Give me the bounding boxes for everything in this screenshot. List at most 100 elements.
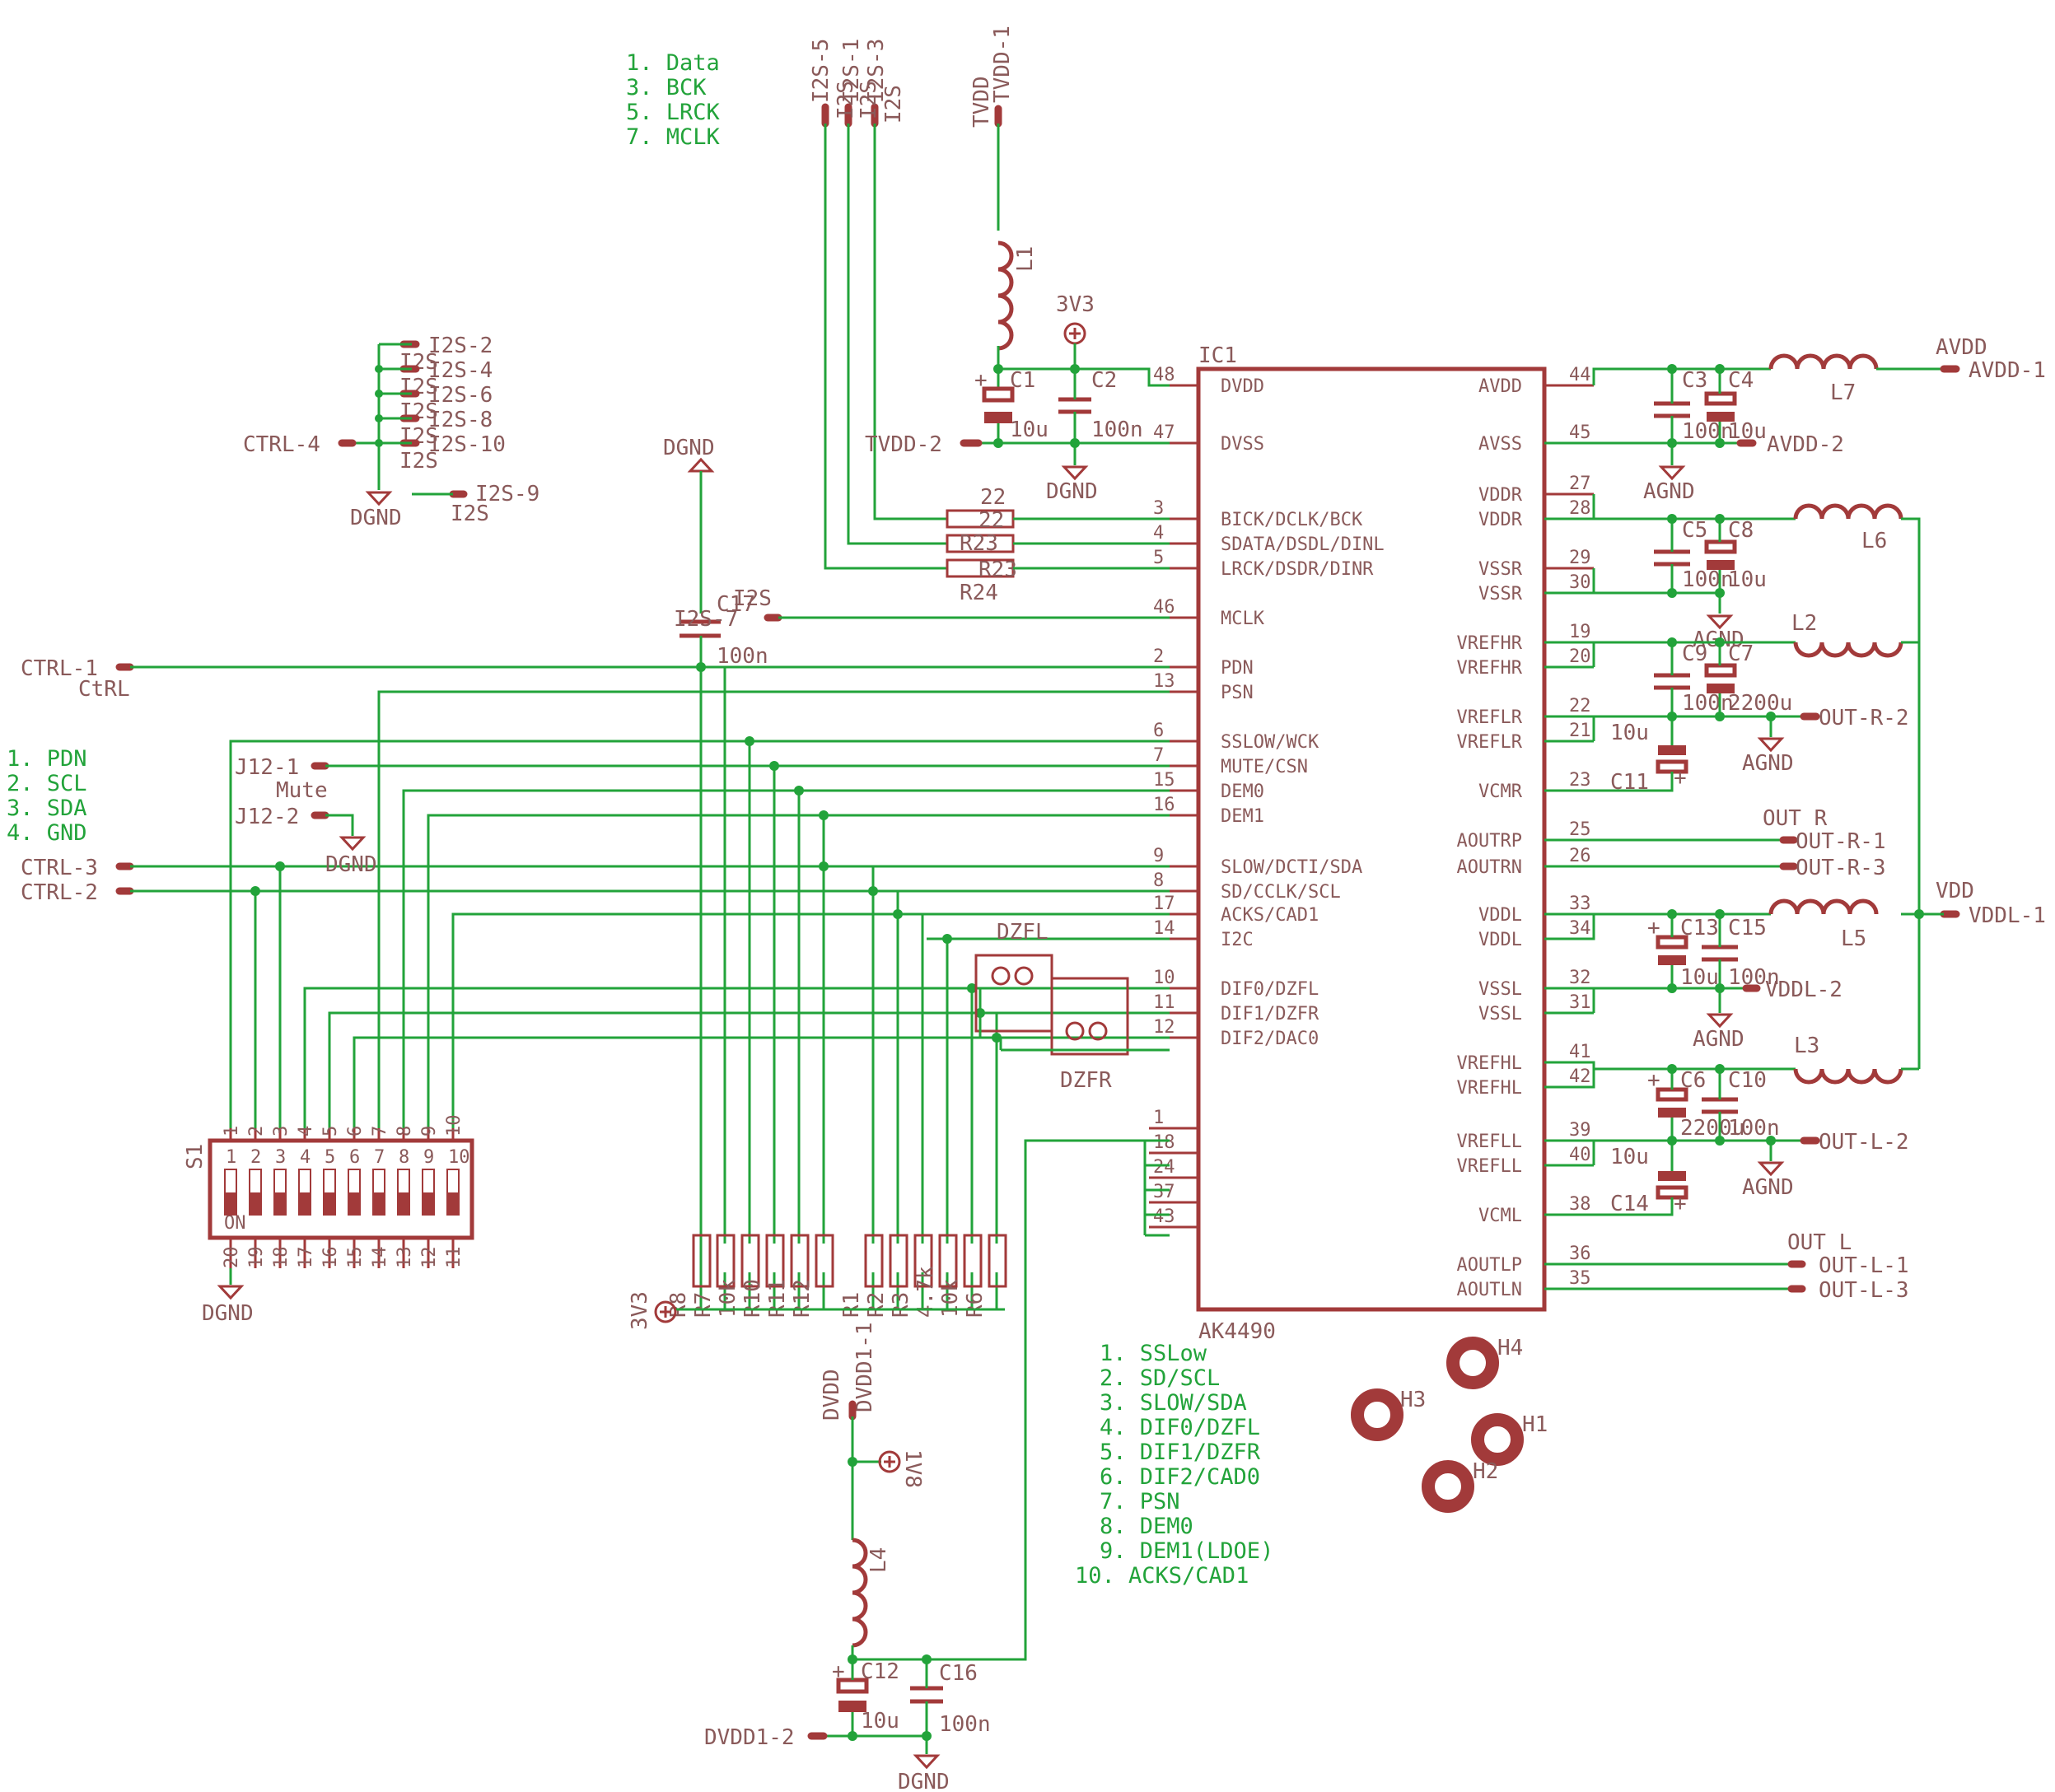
- ic1-pin-name: ACKS/CAD1: [1221, 905, 1319, 926]
- ic1-pin-name: VCMR: [1478, 782, 1523, 802]
- ic1-pin-number: 27: [1569, 474, 1591, 494]
- i2s-3-label: I2S-3: [864, 39, 889, 103]
- ic1-pin-name: PDN: [1221, 658, 1254, 679]
- i2s7: I2S-7 I2S: [674, 586, 782, 632]
- svg-text:OUT L: OUT L: [1787, 1230, 1852, 1255]
- ic1-pin-number: 19: [1569, 622, 1591, 642]
- svg-text:Mute: Mute: [276, 778, 328, 803]
- ic1-pin-number: 38: [1569, 1194, 1591, 1215]
- dip-knob: [423, 1192, 434, 1215]
- dip-pin-number-top: 10: [444, 1115, 465, 1137]
- dgnd-c1c2: DGND: [1046, 465, 1098, 504]
- svg-text:I2S-4: I2S-4: [428, 358, 493, 383]
- svg-text:C9: C9: [1682, 642, 1707, 666]
- svg-text:C7: C7: [1728, 642, 1754, 666]
- capacitor-c6-c10: + C6 C10 2200u 100n: [1647, 1068, 1780, 1141]
- svg-text:4. GND: 4. GND: [7, 820, 87, 846]
- ic1-pin-number: 1: [1153, 1108, 1164, 1128]
- svg-text:L6: L6: [1861, 529, 1887, 553]
- ic1-pin-number: 30: [1569, 572, 1591, 593]
- svg-text:OUT-L-1: OUT-L-1: [1819, 1253, 1909, 1278]
- ic1-pin-number: 43: [1153, 1206, 1175, 1227]
- power-3v3-top: 3V3: [1056, 292, 1095, 345]
- svg-text:2. SCL: 2. SCL: [7, 771, 87, 796]
- svg-text:I2S: I2S: [733, 586, 772, 611]
- ic1-pin-name: VREFLL: [1457, 1132, 1522, 1152]
- svg-text:C1: C1: [1010, 368, 1035, 393]
- dip-inner-number: 7: [374, 1147, 385, 1168]
- ic1-pin-name: VDDL: [1478, 905, 1522, 926]
- dip-inner-number: 2: [250, 1147, 261, 1168]
- dgnd-c17: DGND: [663, 436, 715, 473]
- ic1-pin-name: PSN: [1221, 683, 1254, 703]
- ic1-pin-name: SD/CCLK/SCL: [1221, 882, 1341, 903]
- svg-text:C2: C2: [1091, 368, 1117, 393]
- svg-text:100n: 100n: [717, 644, 768, 669]
- svg-text:100n: 100n: [1682, 567, 1734, 592]
- ic1-pin-name: AOUTLP: [1457, 1255, 1522, 1276]
- svg-text:1. PDN: 1. PDN: [7, 746, 87, 772]
- svg-text:AVDD: AVDD: [1936, 335, 1987, 360]
- svg-text:I2S: I2S: [834, 81, 858, 119]
- dip-inner-number: 3: [275, 1147, 286, 1168]
- svg-text:DGND: DGND: [663, 436, 715, 460]
- ic1-pin-number: 14: [1153, 918, 1175, 939]
- dip-inner-number: 9: [423, 1147, 434, 1168]
- inductor-l1: L1: [997, 240, 1038, 351]
- dip-inner-number: 5: [325, 1147, 335, 1168]
- svg-text:7. MCLK: 7. MCLK: [626, 124, 721, 150]
- dip-pin-number-bottom: 16: [320, 1247, 341, 1269]
- ic1-pin-number: 33: [1569, 894, 1591, 914]
- svg-text:DVDD1-2: DVDD1-2: [704, 1725, 795, 1750]
- dip-inner-number: 10: [448, 1147, 470, 1168]
- svg-text:AGND: AGND: [1742, 751, 1794, 776]
- svg-text:I2S-10: I2S-10: [428, 432, 506, 457]
- svg-text:10u: 10u: [1610, 1145, 1649, 1169]
- svg-text:+: +: [1674, 766, 1687, 791]
- ic1-pin-number: 31: [1569, 992, 1591, 1013]
- ic1-pin-number: 34: [1569, 918, 1591, 939]
- svg-text:3. BCK: 3. BCK: [626, 75, 707, 100]
- svg-text:3. SLOW/SDA: 3. SLOW/SDA: [1100, 1390, 1247, 1416]
- svg-text:AVDD-1: AVDD-1: [1969, 358, 2046, 383]
- svg-text:22: 22: [980, 485, 1006, 510]
- svg-text:OUT-L-3: OUT-L-3: [1819, 1278, 1909, 1303]
- ic1-pin-name: MCLK: [1221, 609, 1265, 629]
- power-1v8: 1V8: [878, 1449, 925, 1488]
- svg-text:3. SDA: 3. SDA: [7, 796, 87, 821]
- svg-text:DZFR: DZFR: [1060, 1068, 1112, 1093]
- resistor-bank: R8 R7 10k R10 R11 R12 R1 R2 R3 4.7k 10k …: [666, 1234, 1007, 1318]
- ic1-pin-name: SDATA/DSDL/DINL: [1221, 534, 1385, 555]
- ic1-pin-number: 26: [1569, 846, 1591, 866]
- ic1-ref: IC1: [1198, 343, 1237, 368]
- svg-text:C14: C14: [1610, 1192, 1649, 1216]
- svg-text:R6: R6: [963, 1292, 988, 1318]
- svg-text:R12: R12: [790, 1279, 815, 1318]
- ic1-pin-number: 23: [1569, 770, 1591, 791]
- ic1-pin-number: 6: [1153, 721, 1164, 741]
- dzfr-header: DZFR: [1050, 977, 1129, 1093]
- ic1-pin-number: 5: [1153, 548, 1164, 568]
- dip-pin-number-top: 4: [296, 1126, 316, 1136]
- ic1-part: AK4490: [1198, 1319, 1276, 1344]
- capacitor-c17: C17 100n: [680, 592, 768, 669]
- svg-text:I2S-2: I2S-2: [428, 334, 493, 358]
- ic1-pin-number: 39: [1569, 1120, 1591, 1141]
- inductor-l6: L6: [1793, 503, 1903, 553]
- svg-text:OUT-R-2: OUT-R-2: [1819, 706, 1909, 730]
- ic1-pin-name: VDDL: [1478, 930, 1522, 950]
- svg-text:10u: 10u: [861, 1709, 899, 1734]
- capacitor-c13-c15: + C13 C15 10u 100n: [1647, 916, 1780, 990]
- dip-switch-positions: 1120221933184417551666157714881399121010…: [222, 1115, 470, 1269]
- svg-text:R7: R7: [691, 1292, 716, 1318]
- inductor-l7: L7: [1768, 353, 1879, 405]
- svg-text:10u: 10u: [1010, 418, 1049, 442]
- ic1-pin-name: DIF1/DZFR: [1221, 1004, 1319, 1024]
- svg-text:C17: C17: [717, 592, 755, 617]
- dip-pin-number-top: 6: [345, 1126, 366, 1136]
- svg-text:100n: 100n: [1091, 418, 1143, 442]
- dip-pin-number-top: 5: [320, 1126, 341, 1136]
- ic1-pin-number: 32: [1569, 968, 1591, 988]
- capacitor-c1: + C1 10u: [974, 368, 1049, 442]
- svg-text:VDDL-2: VDDL-2: [1765, 978, 1842, 1002]
